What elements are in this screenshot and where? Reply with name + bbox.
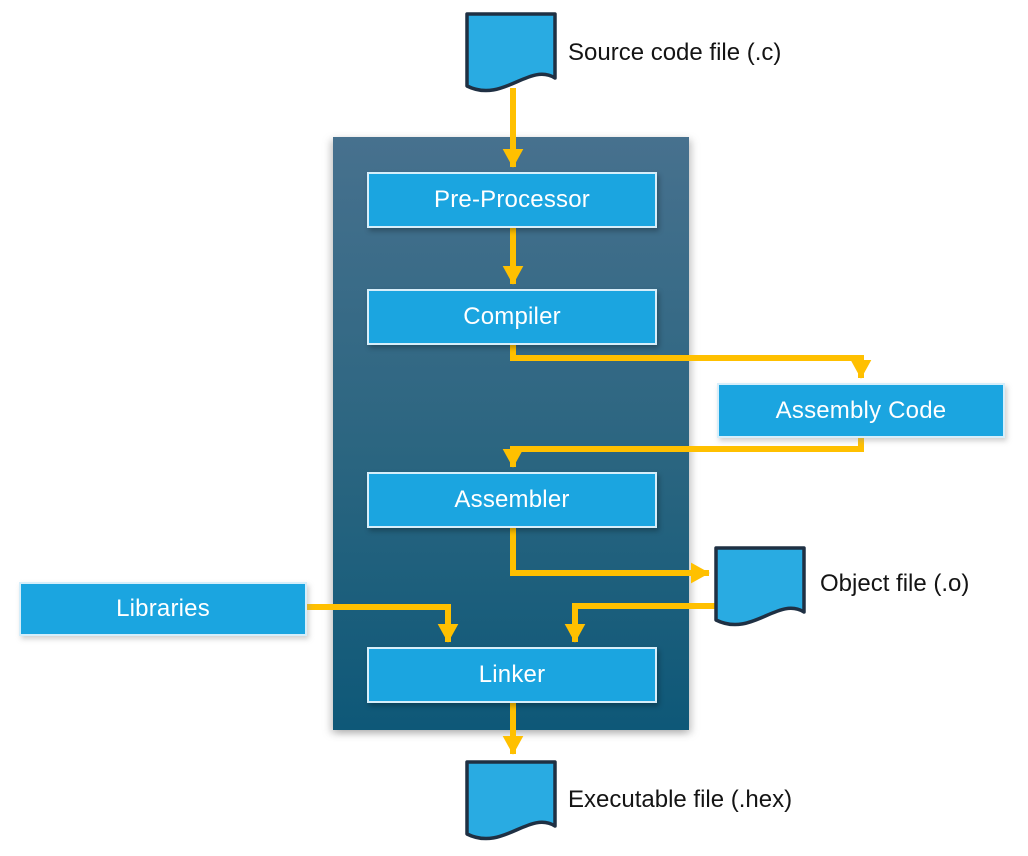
assembler-box: Assembler (367, 472, 657, 528)
assembly-code-box: Assembly Code (717, 383, 1005, 438)
pre-processor-label: Pre-Processor (434, 186, 590, 213)
libraries-box: Libraries (19, 582, 307, 636)
executable-file-label: Executable file (.hex) (568, 786, 793, 813)
assembly-code-label: Assembly Code (775, 396, 947, 424)
object-file-document-icon (714, 546, 806, 635)
executable-file-document-icon (465, 759, 557, 850)
object-file-label: Object file (.o) (820, 570, 970, 597)
source-file-document-icon (465, 12, 557, 101)
source-file-label: Source code file (.c) (568, 39, 782, 66)
compiler-box: Compiler (367, 289, 657, 345)
linker-box: Linker (367, 647, 657, 703)
linker-label: Linker (478, 661, 546, 688)
pre-processor-box: Pre-Processor (367, 172, 657, 228)
libraries-label: Libraries (116, 595, 210, 622)
assembler-label: Assembler (454, 486, 570, 513)
compiler-label: Compiler (463, 303, 561, 330)
